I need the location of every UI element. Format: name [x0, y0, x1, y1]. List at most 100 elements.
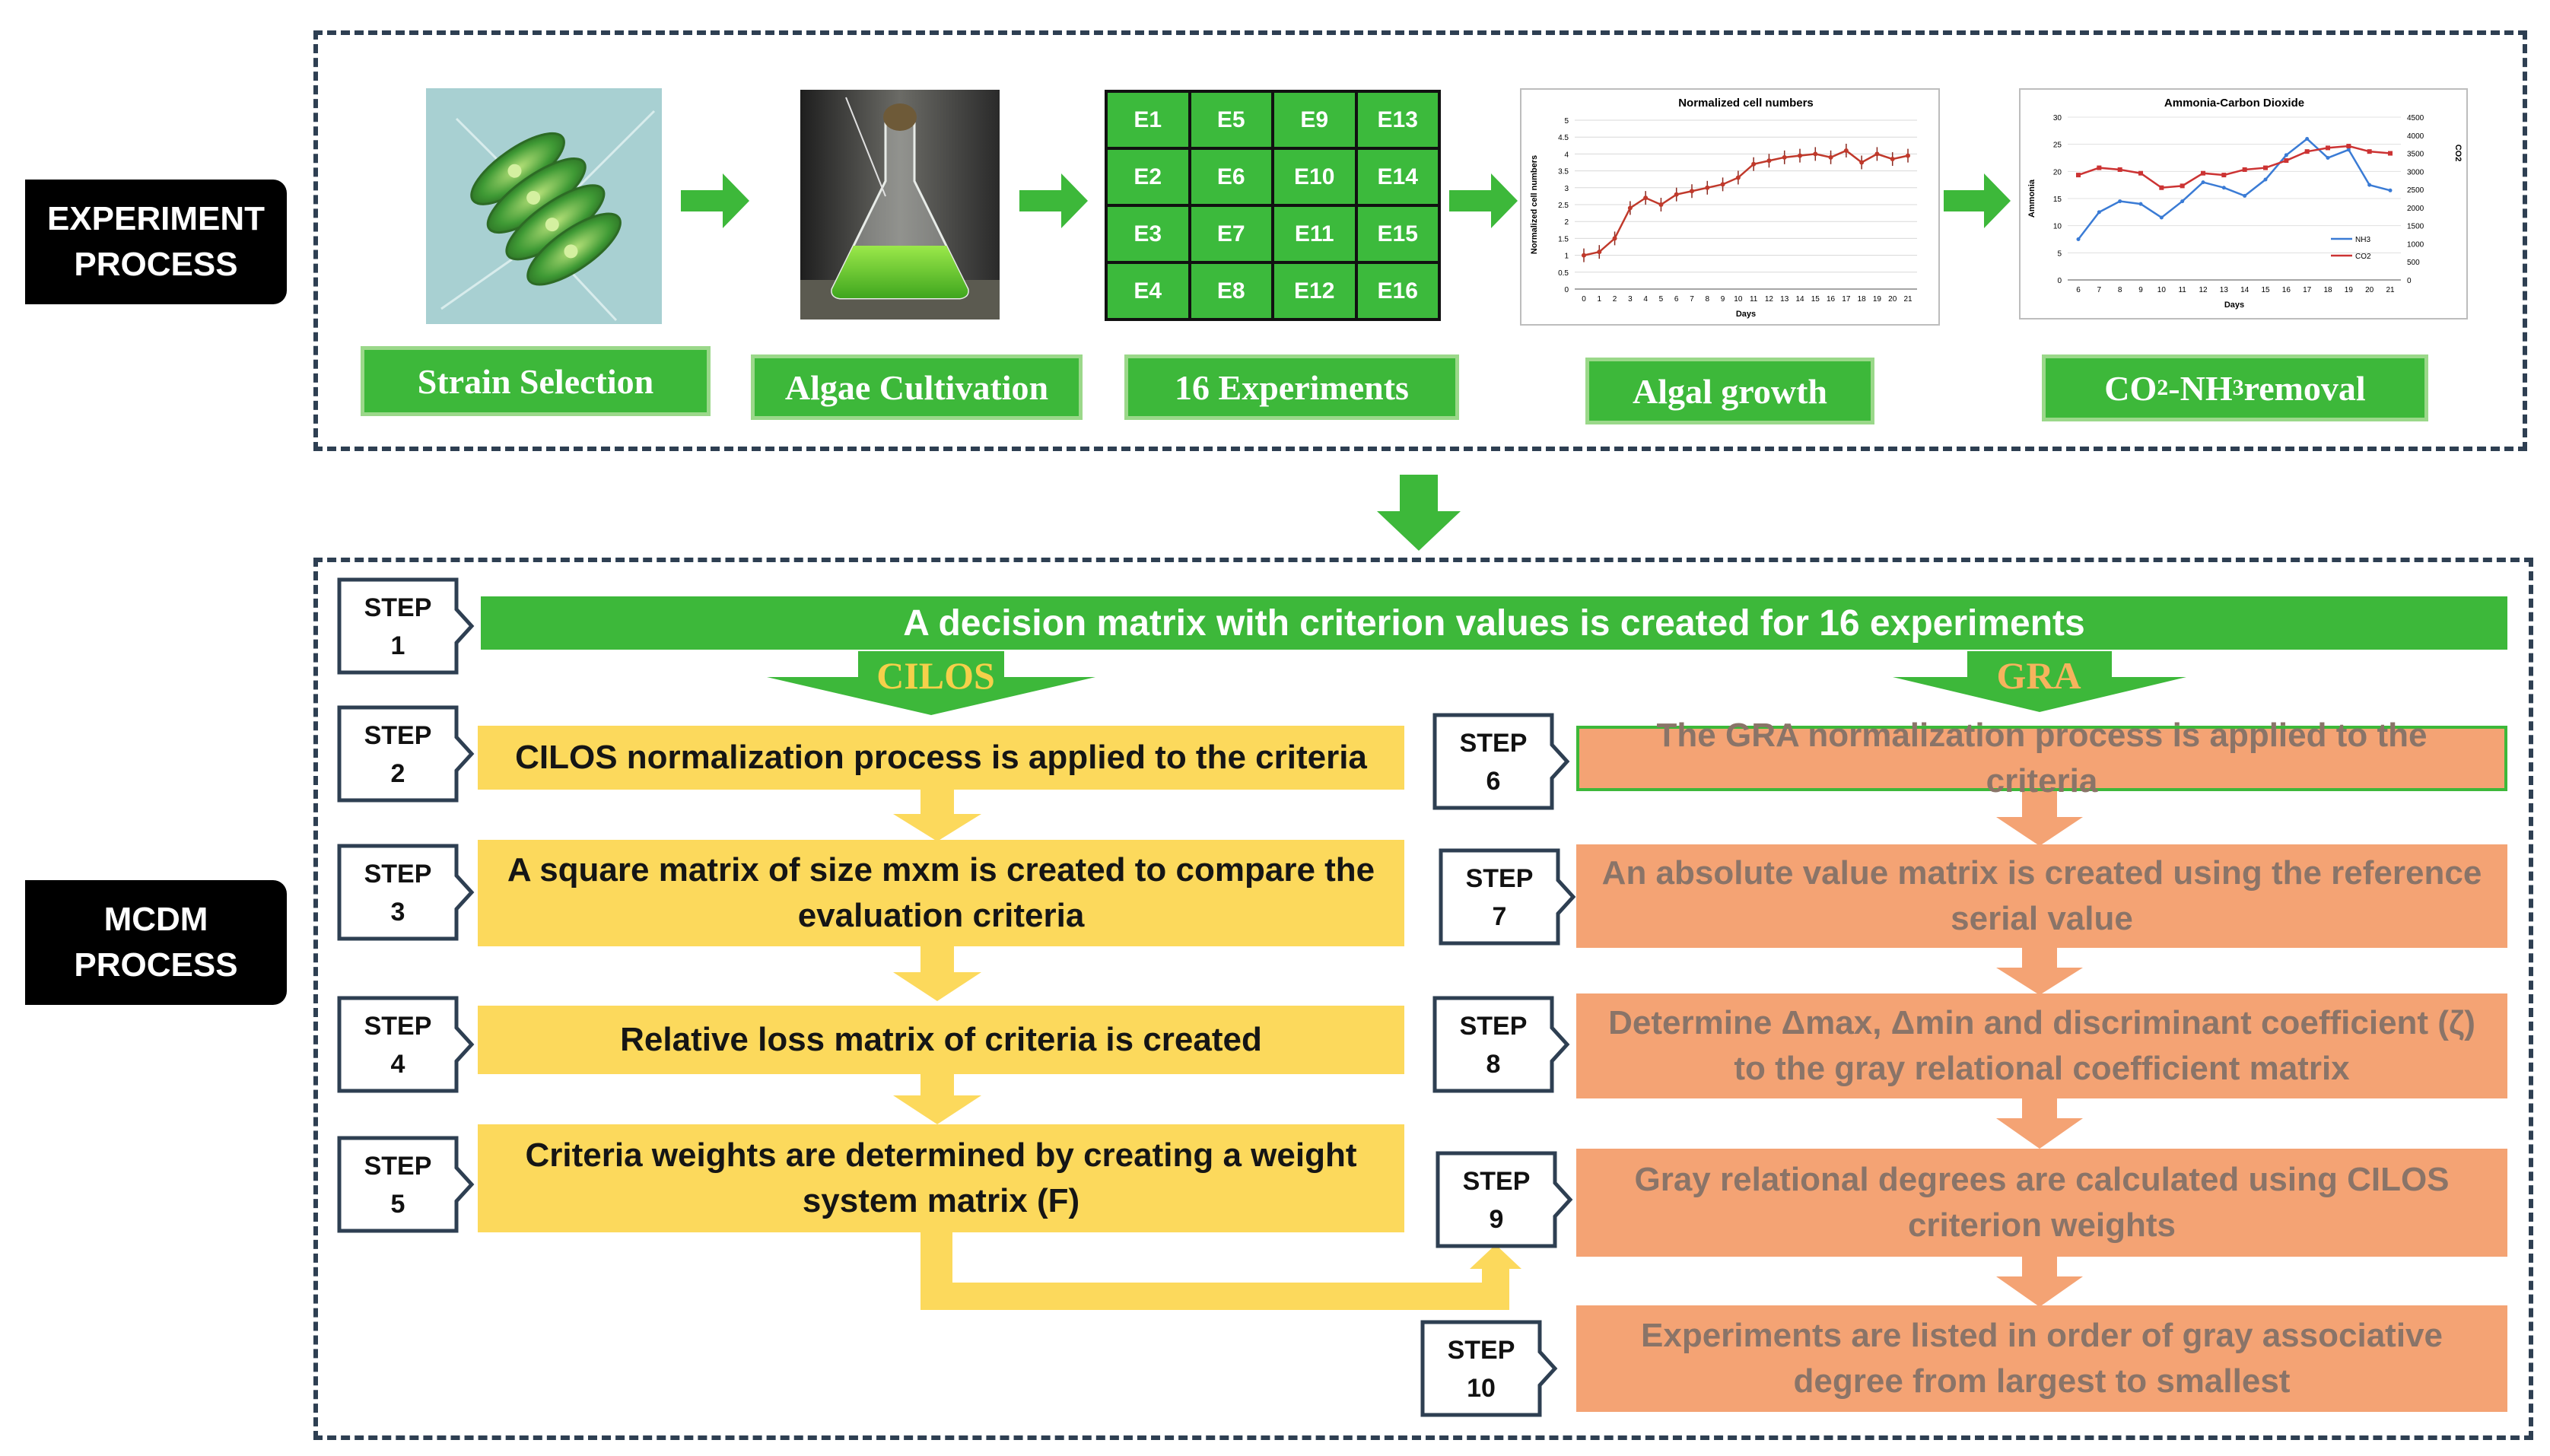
- removal-text: removal: [2243, 368, 2366, 408]
- step-marker: STEP 2: [337, 705, 475, 803]
- step-word: STEP: [1448, 1336, 1515, 1365]
- stage-label-strain-selection: Strain Selection: [361, 346, 711, 416]
- flow-arrows-top: [681, 173, 2011, 551]
- step-word: STEP: [364, 721, 432, 750]
- data-point: [2118, 199, 2122, 204]
- data-point: [2221, 173, 2227, 178]
- cilos-step5-box: Criteria weights are determined by creat…: [478, 1124, 1404, 1232]
- x-tick-label: 6: [2076, 286, 2081, 294]
- x-axis-label: Days: [1736, 310, 1756, 319]
- x-tick-label: 14: [2240, 286, 2250, 294]
- subscript-3: 3: [2232, 375, 2244, 400]
- data-point: [2201, 180, 2205, 185]
- data-point: [1843, 148, 1849, 153]
- step-number: 2: [391, 759, 405, 788]
- step-word: STEP: [364, 860, 432, 889]
- orange-down-arrow-icon: [1996, 1098, 2083, 1149]
- gra-down-arrow-icon: [1893, 651, 2186, 712]
- data-point: [1582, 253, 1586, 258]
- data-point: [1643, 196, 1649, 201]
- data-point: [2263, 165, 2268, 170]
- step-number: 9: [1490, 1205, 1504, 1234]
- x-tick-label: 5: [1659, 295, 1664, 304]
- y2-tick-label: 2000: [2407, 205, 2424, 213]
- step-word: STEP: [1466, 864, 1534, 893]
- step-number: 10: [1467, 1374, 1496, 1403]
- y-tick-label: 5: [1564, 117, 1569, 126]
- step-number: 4: [391, 1050, 405, 1079]
- y2-tick-label: 4500: [2407, 114, 2424, 122]
- step-chevron-shape: [337, 844, 475, 941]
- y-tick-label: 25: [2053, 141, 2062, 150]
- cilos-label: CILOS: [876, 654, 995, 697]
- y2-tick-label: 1000: [2407, 240, 2424, 249]
- data-point: [1751, 161, 1757, 167]
- y2-tick-label: 2500: [2407, 186, 2424, 195]
- data-point: [2159, 185, 2164, 190]
- y-tick-label: 4: [1564, 151, 1569, 159]
- x-tick-label: 0: [1582, 295, 1586, 304]
- data-point: [1735, 175, 1741, 180]
- data-point: [1782, 154, 1787, 160]
- step-chevron-shape: [1420, 1320, 1558, 1417]
- data-point: [2367, 183, 2372, 187]
- y-tick-label: 4.5: [1558, 134, 1569, 142]
- strain-microscope-image: [426, 88, 662, 324]
- x-tick-label: 17: [2303, 286, 2312, 294]
- data-point: [2076, 173, 2081, 178]
- x-tick-label: 8: [2118, 286, 2122, 294]
- chart-title: Ammonia-Carbon Dioxide: [2164, 97, 2304, 110]
- experiment-process-frame: [313, 30, 2527, 451]
- x-tick-label: 13: [1780, 295, 1789, 304]
- x-tick-label: 12: [1765, 295, 1774, 304]
- data-point: [1658, 202, 1664, 207]
- x-tick-label: 14: [1795, 295, 1804, 304]
- data-point: [2305, 137, 2310, 141]
- x-tick-label: 16: [1827, 295, 1836, 304]
- series-line: [2078, 137, 2391, 240]
- step-chevron-shape: [1432, 713, 1570, 810]
- data-point: [1690, 189, 1694, 194]
- data-point: [2159, 215, 2164, 220]
- x-tick-label: 21: [1903, 295, 1912, 304]
- data-point: [1612, 236, 1617, 241]
- y-tick-label: 2: [1564, 218, 1569, 227]
- x-tick-label: 7: [1690, 295, 1694, 304]
- stage-label-16-experiments: 16 Experiments: [1124, 354, 1459, 420]
- data-point: [1906, 153, 1910, 158]
- yellow-connector: [920, 1232, 1521, 1310]
- x-tick-label: 12: [2199, 286, 2208, 294]
- experiment-cell: E6: [1191, 150, 1271, 204]
- experiment-cell: E11: [1274, 207, 1355, 261]
- data-point: [1627, 205, 1633, 211]
- x-tick-label: 4: [1643, 295, 1648, 304]
- data-point: [2388, 188, 2393, 192]
- stage-label-algal-growth: Algal growth: [1585, 358, 1874, 424]
- subscript-2: 2: [2157, 375, 2169, 400]
- step-number: 1: [391, 631, 405, 660]
- step-word: STEP: [1460, 729, 1528, 758]
- x-tick-label: 13: [2220, 286, 2229, 294]
- x-tick-label: 10: [2157, 286, 2167, 294]
- gra-step6-box: The GRA normalization process is applied…: [1576, 717, 2507, 800]
- data-point: [2138, 170, 2143, 176]
- experiment-cell: E14: [1357, 150, 1438, 204]
- data-point: [2326, 156, 2330, 160]
- cilos-down-arrow-icon: [767, 651, 1095, 715]
- y-tick-label: 30: [2053, 114, 2062, 122]
- experiment-cell: E9: [1274, 93, 1355, 147]
- step-number: 8: [1486, 1050, 1501, 1079]
- step-number: 7: [1493, 902, 1507, 931]
- x-tick-label: 21: [2386, 286, 2395, 294]
- y-tick-label: 2.5: [1558, 202, 1569, 210]
- data-point: [2076, 237, 2081, 241]
- x-tick-label: 18: [1858, 295, 1867, 304]
- mcdm-process-frame: [313, 558, 2533, 1440]
- y2-tick-label: 4000: [2407, 132, 2424, 141]
- x-tick-label: 8: [1706, 295, 1710, 304]
